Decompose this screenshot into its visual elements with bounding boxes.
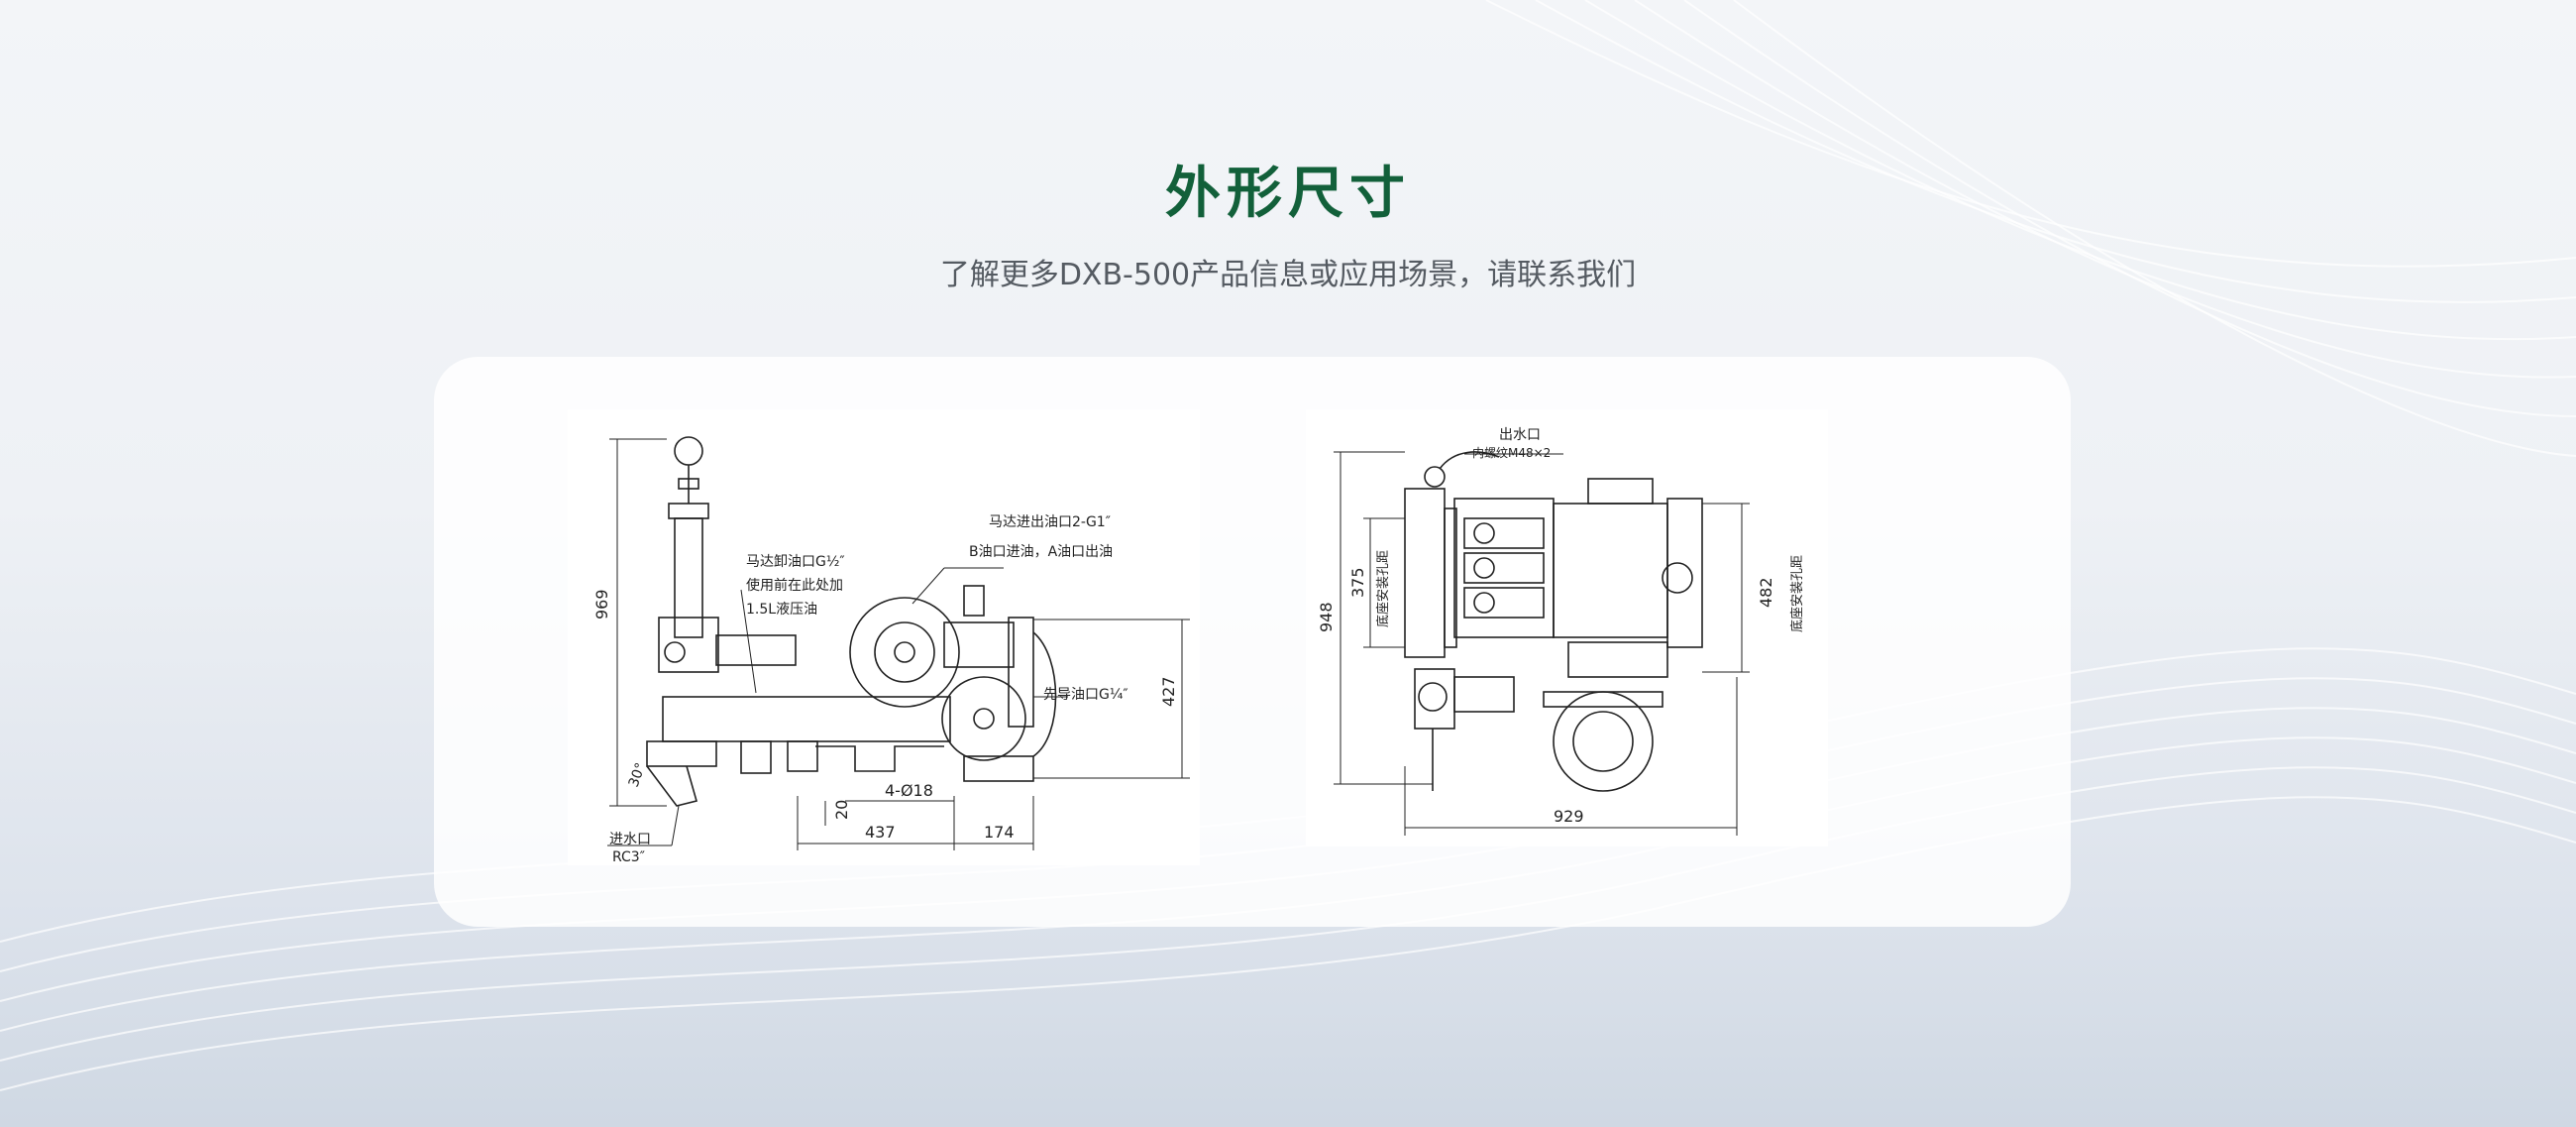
column (674, 517, 703, 638)
top-view-drawing: 出水口 内螺纹M48×2 948 375 底座安装孔距 482 底座安装孔距 9… (1306, 409, 1828, 846)
motor-port-label-1: 马达进出油口2-G1″ (989, 514, 1111, 530)
dim-427: 427 (1159, 676, 1178, 707)
motor-drain-label-3: 1.5L液压油 (746, 602, 817, 618)
page-title: 外形尺寸 (1165, 162, 1411, 226)
motor-port-label-2: B油口进油，A油口出油 (969, 544, 1113, 560)
dim-437: 437 (865, 823, 896, 842)
side-view-drawing: 969 427 20 437 174 4-Ø18 30° 马达卸油口G½″ 使用… (568, 409, 1200, 865)
outlet-label-2: 内螺纹M48×2 (1472, 446, 1551, 460)
motor-flywheel (849, 597, 960, 708)
angle-label: 30° (626, 761, 650, 790)
outlet-label-1: 出水口 (1499, 427, 1541, 443)
dim-174: 174 (984, 823, 1015, 842)
motor-drain-label-1: 马达卸油口G½″ (746, 554, 845, 570)
pump-body (1453, 498, 1555, 638)
base-frame (662, 696, 951, 742)
dim-holes: 4-Ø18 (885, 781, 933, 800)
dim-375: 375 (1348, 567, 1367, 598)
outlet-gauge-icon (1424, 466, 1446, 488)
inlet-label-2: RC3″ (612, 849, 645, 865)
motor-drain-label-2: 使用前在此处加 (746, 577, 843, 594)
dim-482: 482 (1757, 577, 1775, 608)
pilot-port-label: 先导油口G¼″ (1043, 687, 1128, 703)
base-hole-label-right: 底座安装孔距 (1789, 555, 1805, 632)
dim-height: 969 (592, 589, 611, 620)
pump-manifold (1404, 488, 1446, 658)
dim-929: 929 (1554, 807, 1584, 826)
pressure-gauge-icon (674, 436, 703, 466)
page-subtitle: 了解更多DXB-500产品信息或应用场景，请联系我们 (939, 258, 1637, 292)
base-hole-label-left: 底座安装孔距 (1375, 550, 1391, 627)
dim-948: 948 (1317, 602, 1336, 632)
inlet-label-1: 进水口 (609, 832, 651, 847)
dim-20: 20 (832, 800, 851, 820)
